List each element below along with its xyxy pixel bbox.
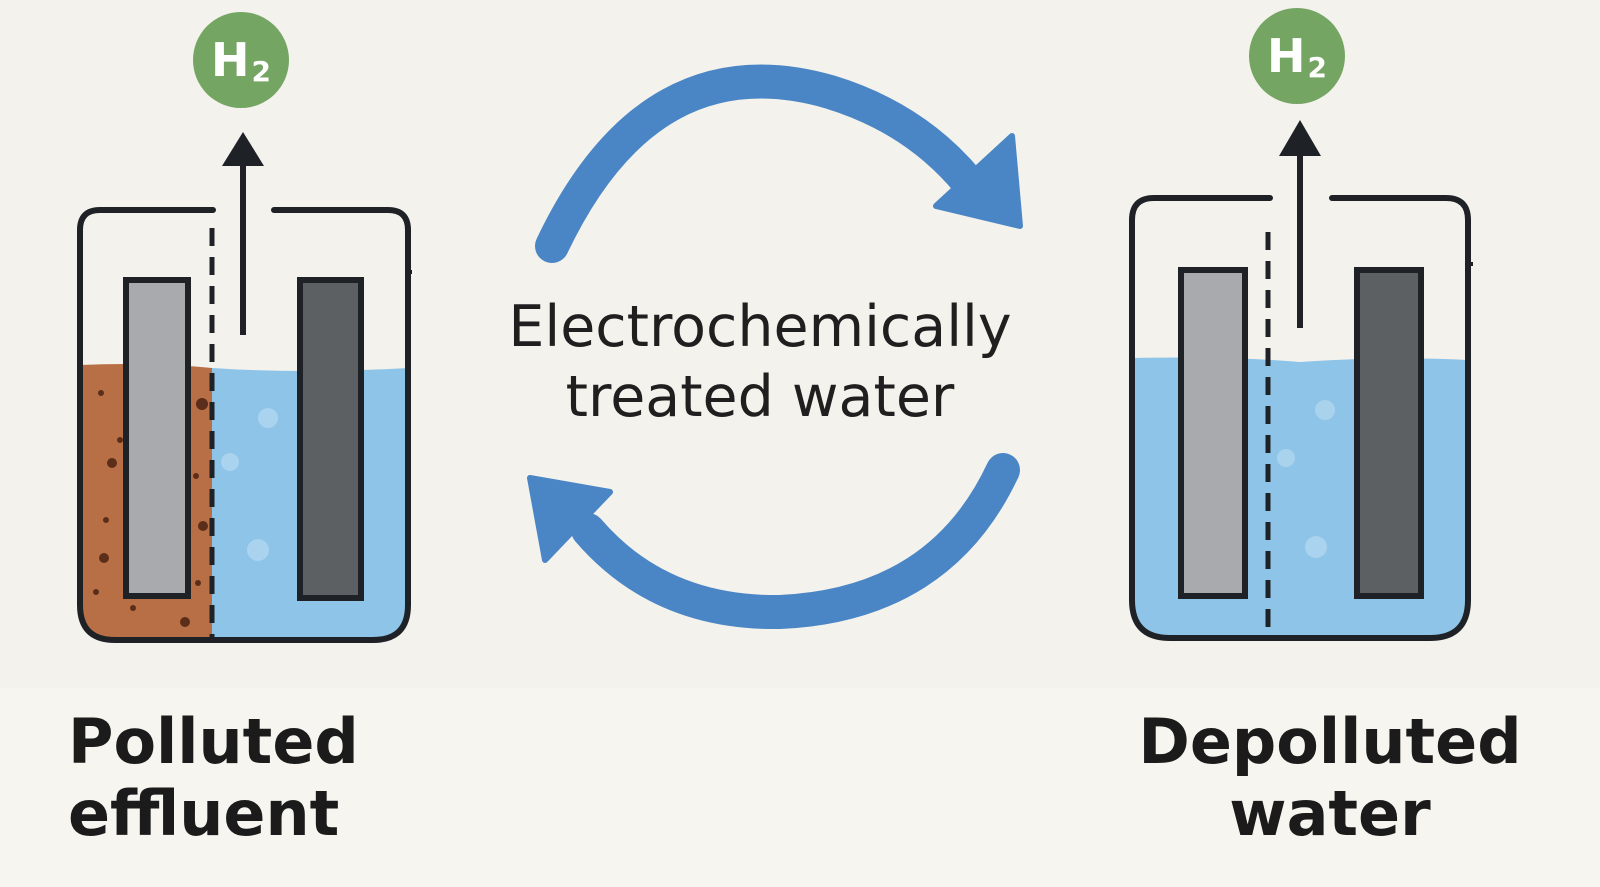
anode-electrode xyxy=(1178,267,1248,599)
process-caption-line2: treated water xyxy=(565,364,955,430)
container-outline xyxy=(77,207,411,643)
pollutant-particles xyxy=(93,390,208,627)
label-line1: Polluted xyxy=(68,705,359,778)
process-caption: Electrochemically treated water xyxy=(470,292,1050,432)
label-line2: water xyxy=(1229,777,1431,850)
h2-subscript: 2 xyxy=(1307,51,1327,84)
up-arrow-icon xyxy=(222,132,264,166)
bottom-arc-arrow xyxy=(571,453,1020,630)
gas-bubbles xyxy=(1277,400,1335,558)
left-electrolysis-cell xyxy=(77,132,412,643)
up-arrow-icon xyxy=(1279,120,1321,156)
cathode-electrode xyxy=(1354,267,1424,599)
top-arc-arrow xyxy=(535,64,985,263)
cathode-electrode xyxy=(297,277,364,601)
polluted-effluent-label: Polluted effluent xyxy=(68,706,359,850)
label-band xyxy=(0,688,1600,887)
h2-symbol: H xyxy=(211,33,250,87)
top-arrowhead xyxy=(933,133,1023,229)
label-line2: effluent xyxy=(68,777,340,850)
h2-symbol: H xyxy=(1267,29,1306,83)
process-caption-line1: Electrochemically xyxy=(508,294,1012,360)
anode-electrode xyxy=(123,277,191,599)
right-electrolysis-cell xyxy=(1129,120,1473,641)
cycle-arrows-icon xyxy=(527,64,1023,630)
bottom-arrowhead xyxy=(527,475,613,563)
container-outline xyxy=(1129,195,1471,641)
gas-bubbles xyxy=(221,408,278,561)
label-line1: Depolluted xyxy=(1138,705,1522,778)
h2-subscript: 2 xyxy=(251,55,271,88)
depolluted-water-label: Depolluted water xyxy=(1120,706,1540,850)
